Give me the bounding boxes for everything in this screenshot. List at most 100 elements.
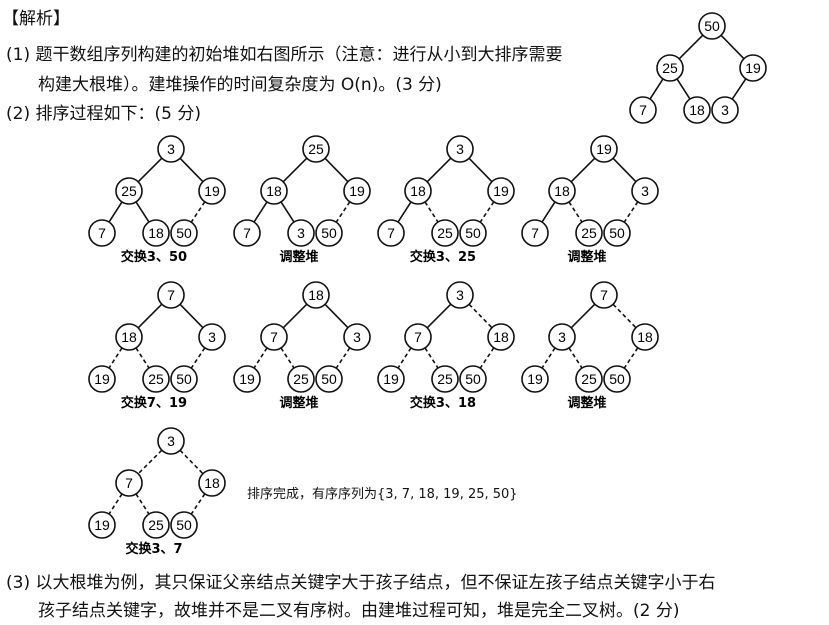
dashed-edge <box>335 347 351 369</box>
tree-edge <box>570 303 596 329</box>
node-value: 25 <box>662 60 678 76</box>
tree-edge <box>426 157 452 183</box>
tree-edge <box>720 34 745 60</box>
node-value: 18 <box>121 329 137 345</box>
tree-node <box>590 281 618 309</box>
tree-edge <box>676 78 691 100</box>
node-value: 50 <box>321 225 337 241</box>
node-value: 19 <box>527 371 543 387</box>
dashed-edge <box>468 303 493 329</box>
node-value: 50 <box>609 225 625 241</box>
dashed-edge <box>568 347 583 369</box>
tree-edge <box>324 157 349 183</box>
dashed-edge <box>541 347 556 369</box>
node-value: 25 <box>308 141 324 157</box>
tree-edge <box>649 78 664 100</box>
tree-edge <box>468 157 493 183</box>
tree-node <box>302 281 330 309</box>
node-value: 3 <box>297 225 305 241</box>
tree-edge <box>179 303 204 329</box>
dashed-edge <box>479 347 495 369</box>
node-value: 25 <box>437 371 453 387</box>
tree-node <box>656 54 684 82</box>
node-value: 3 <box>167 141 175 157</box>
step-label: 调整堆 <box>567 249 606 265</box>
node-value: 18 <box>308 287 324 303</box>
node-value: 3 <box>456 287 464 303</box>
tree-node <box>233 219 261 247</box>
node-value: 25 <box>121 183 137 199</box>
node-value: 50 <box>176 517 192 533</box>
node-value: 18 <box>410 183 426 199</box>
tree-edge <box>108 201 123 223</box>
tree-node <box>631 323 659 351</box>
tree-node <box>88 365 116 393</box>
tree-node <box>157 427 185 455</box>
node-value: 18 <box>493 329 509 345</box>
tree-node <box>683 96 711 124</box>
node-value: 50 <box>176 225 192 241</box>
tree-node <box>575 365 603 393</box>
dashed-edge <box>612 303 637 329</box>
node-value: 19 <box>383 371 399 387</box>
tree-node <box>115 177 143 205</box>
part1-line2: 构建大根堆）。建堆操作的时间复杂度为 O(n)。(3 分) <box>38 75 442 95</box>
step-label: 交换3、25 <box>410 249 476 265</box>
tree-node <box>431 219 459 247</box>
tree-node <box>233 365 261 393</box>
node-value: 7 <box>639 102 647 118</box>
dashed-edge <box>137 449 163 475</box>
node-value: 19 <box>94 517 110 533</box>
tree-node <box>575 219 603 247</box>
node-value: 7 <box>125 475 133 491</box>
tree-edge <box>570 157 596 183</box>
node-value: 19 <box>204 183 220 199</box>
tree-node <box>487 177 515 205</box>
tree-node <box>315 365 343 393</box>
node-value: 25 <box>148 371 164 387</box>
tree-node <box>698 12 726 40</box>
tree-node <box>170 219 198 247</box>
tree-edge <box>137 303 163 329</box>
node-value: 3 <box>353 329 361 345</box>
node-value: 19 <box>493 183 509 199</box>
tree-node <box>198 323 226 351</box>
step-label: 交换3、50 <box>121 249 187 265</box>
tree-edge <box>426 303 452 329</box>
tree-node <box>459 219 487 247</box>
tree-edge <box>179 157 204 183</box>
node-value: 19 <box>745 60 761 76</box>
tree-node <box>343 177 371 205</box>
tree-node <box>142 219 170 247</box>
section-heading: 【解析】 <box>2 9 70 29</box>
part3-line2: 孩子结点关键字，故堆并不是二叉有序树。由建堆过程可知，堆是完全二叉树。(2 分) <box>38 601 680 621</box>
node-value: 7 <box>414 329 422 345</box>
node-value: 3 <box>208 329 216 345</box>
part2-line1: (2) 排序过程如下：(5 分) <box>6 104 201 124</box>
node-value: 25 <box>148 517 164 533</box>
dashed-edge <box>623 347 639 369</box>
dashed-edge <box>179 449 204 475</box>
node-value: 18 <box>554 183 570 199</box>
tree-node <box>739 54 767 82</box>
node-value: 3 <box>721 102 729 118</box>
step-label: 交换7、19 <box>121 395 187 411</box>
node-value: 19 <box>239 371 255 387</box>
tree-node <box>170 511 198 539</box>
tree-node <box>287 219 315 247</box>
dashed-edge <box>108 347 123 369</box>
node-value: 50 <box>465 225 481 241</box>
dashed-edge <box>280 347 295 369</box>
tree-node <box>142 365 170 393</box>
tree-node <box>590 135 618 163</box>
tree-node <box>404 323 432 351</box>
tree-node <box>377 219 405 247</box>
node-value: 7 <box>167 287 175 303</box>
node-value: 19 <box>349 183 365 199</box>
